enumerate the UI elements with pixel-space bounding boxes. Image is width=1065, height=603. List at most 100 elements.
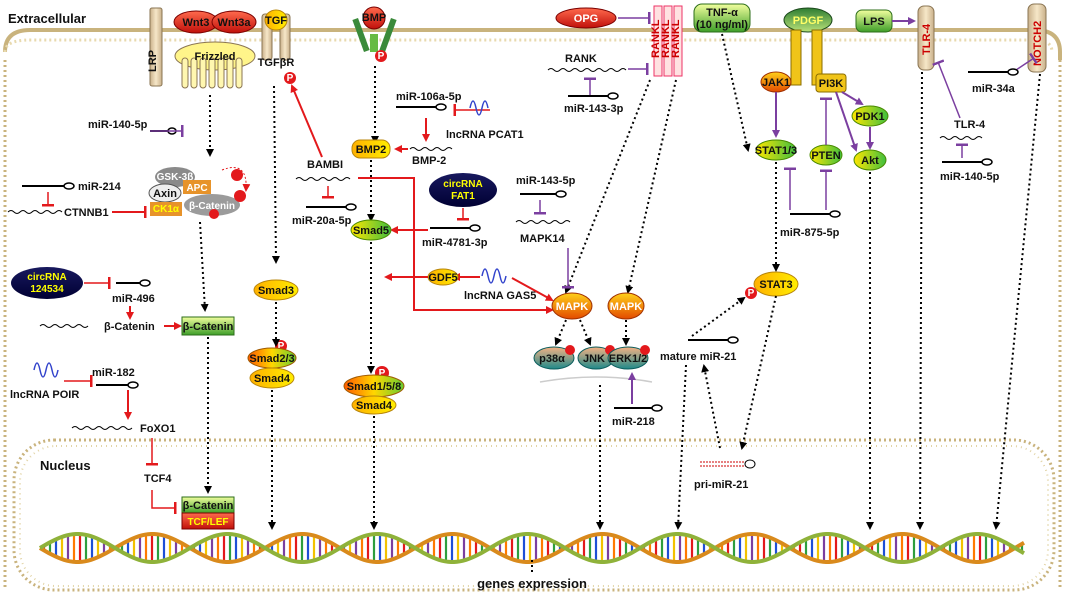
svg-text:NOTCH2: NOTCH2 <box>1032 21 1044 66</box>
svg-text:RANK: RANK <box>565 53 597 65</box>
hairpin-icon <box>306 203 357 211</box>
hairpin-icon <box>568 92 619 100</box>
svg-text:RANKL: RANKL <box>670 19 682 58</box>
wnt-receptor: LRP Frizzled Wnt3 Wnt3a <box>147 7 257 89</box>
svg-text:miR-182: miR-182 <box>92 367 135 379</box>
svg-text:miR-4781-3p: miR-4781-3p <box>422 237 488 249</box>
opg-protein <box>555 7 617 29</box>
tgf-receptor: TGF TGFβR P <box>258 9 296 84</box>
hairpin-icon <box>22 182 75 190</box>
hairpin-icon <box>96 381 139 389</box>
svg-text:(10 ng/ml): (10 ng/ml) <box>696 19 748 31</box>
svg-text:MAPK: MAPK <box>556 301 588 313</box>
hairpin-icon <box>614 404 663 412</box>
rankl-ligands: RANKL RANKL RANKL <box>650 5 683 77</box>
hairpin-icon <box>688 336 739 344</box>
jak-pi3k-pathway: JAK1 PI3K PDK1 STAT1/3 PTEN Akt miR-875-… <box>660 33 889 530</box>
destruction-complex: GSK-3β Axin APC CK1α β-Catenin <box>148 167 251 219</box>
svg-text:TLR-4: TLR-4 <box>921 23 933 55</box>
svg-text:TCF/LEF: TCF/LEF <box>187 517 228 528</box>
hairpin-icon <box>430 224 481 232</box>
svg-text:TNF-α: TNF-α <box>706 7 738 19</box>
svg-text:p38α: p38α <box>539 353 565 365</box>
lps-tlr4: LPS TLR-4 <box>855 5 935 71</box>
tgf-label: TGF <box>265 15 287 27</box>
svg-text:MAPK: MAPK <box>610 301 642 313</box>
wnt3-label: Wnt3 <box>183 17 210 29</box>
svg-text:β-Catenin: β-Catenin <box>183 321 234 333</box>
hairpin-icon <box>520 190 567 198</box>
svg-text:RANKL: RANKL <box>650 19 662 58</box>
nucleus-label: Nucleus <box>40 458 91 473</box>
svg-text:β-Catenin: β-Catenin <box>189 201 235 212</box>
lncrna-icon <box>481 268 507 284</box>
lncrna-icon <box>33 362 59 378</box>
svg-text:Axin: Axin <box>153 188 177 200</box>
svg-text:miR-875-5p: miR-875-5p <box>780 227 840 239</box>
svg-text:P: P <box>278 341 285 352</box>
svg-text:CK1α: CK1α <box>153 204 180 215</box>
svg-text:FoXO1: FoXO1 <box>140 423 175 435</box>
bmp-ligand <box>362 6 386 30</box>
svg-text:miR-214: miR-214 <box>78 181 122 193</box>
lrp-label: LRP <box>147 50 159 72</box>
svg-text:BAMBI: BAMBI <box>307 159 343 171</box>
svg-text:PI3K: PI3K <box>819 78 844 90</box>
svg-text:Smad4: Smad4 <box>356 400 393 412</box>
pdgf-receptor: PDGF <box>783 7 833 86</box>
mapk-pathway: RANK miR-143-3p miR-143-5p MAPK14 MAPK M… <box>515 53 677 530</box>
svg-text:GSK-3β: GSK-3β <box>157 172 194 183</box>
svg-text:miR-34a: miR-34a <box>972 83 1016 95</box>
svg-text:miR-218: miR-218 <box>612 416 655 428</box>
wnt3a-ligand <box>211 10 257 34</box>
svg-text:PTEN: PTEN <box>811 150 840 162</box>
svg-text:miR-106a-5p: miR-106a-5p <box>396 91 462 103</box>
nuclear-envelope <box>12 438 1056 592</box>
svg-text:Akt: Akt <box>861 155 879 167</box>
svg-text:TLR-4: TLR-4 <box>954 119 986 131</box>
svg-text:Smad2/3: Smad2/3 <box>249 353 294 365</box>
svg-text:miR-143-3p: miR-143-3p <box>564 103 624 115</box>
tgf-pathway: BAMBI miR-20a-5p Smad3 P Smad2/3 Smad4 <box>247 84 554 530</box>
hairpin-icon <box>968 68 1019 76</box>
svg-text:PDK1: PDK1 <box>855 111 884 123</box>
svg-text:APC: APC <box>186 183 207 194</box>
svg-text:lncRNA POIR: lncRNA POIR <box>10 389 79 401</box>
svg-text:Smad1/5/8: Smad1/5/8 <box>347 381 401 393</box>
svg-text:PDGF: PDGF <box>793 15 824 27</box>
svg-text:LPS: LPS <box>863 16 884 28</box>
hairpin-icon <box>396 103 447 111</box>
hairpin-icon <box>790 210 841 218</box>
tlr-notch-pathway: miR-34a TLR-4 miR-140-5p <box>916 52 1041 530</box>
svg-text:STAT3: STAT3 <box>759 279 792 291</box>
mir-140-5p-label: miR-140-5p <box>88 119 148 131</box>
lrp-receptor <box>149 7 163 87</box>
svg-text:miR-140-5p: miR-140-5p <box>940 171 1000 183</box>
svg-text:lncRNA PCAT1: lncRNA PCAT1 <box>446 129 524 141</box>
dna-strand <box>38 532 1025 564</box>
svg-text:P: P <box>287 73 294 84</box>
svg-text:P: P <box>748 288 755 299</box>
bmp-receptor: BMP P <box>352 6 397 62</box>
svg-text:CTNNB1: CTNNB1 <box>64 207 109 219</box>
extracellular-label: Extracellular <box>8 11 86 26</box>
dna-helix <box>38 532 1025 564</box>
tnf-alpha: TNF-α (10 ng/ml) <box>693 3 751 33</box>
svg-text:GDF5: GDF5 <box>428 272 457 284</box>
svg-text:circRNA: circRNA <box>27 272 66 283</box>
hairpin-icon <box>942 158 993 166</box>
svg-text:β-Catenin: β-Catenin <box>104 321 155 333</box>
bmp-label: BMP <box>362 12 386 24</box>
svg-text:mature miR-21: mature miR-21 <box>660 351 736 363</box>
svg-text:miR-496: miR-496 <box>112 293 155 305</box>
svg-text:JNK: JNK <box>583 353 605 365</box>
svg-text:P: P <box>378 51 385 62</box>
svg-text:TCF4: TCF4 <box>144 473 172 485</box>
svg-text:MAPK14: MAPK14 <box>520 233 566 245</box>
svg-text:STAT1/3: STAT1/3 <box>755 145 797 157</box>
tgf-ligand <box>264 9 288 31</box>
hairpin-icon <box>116 279 151 287</box>
frizzled-label: Frizzled <box>195 51 236 63</box>
bmp-pathway: miR-106a-5p lncRNA PCAT1 BMP-2 BMP2 circ… <box>343 66 554 530</box>
